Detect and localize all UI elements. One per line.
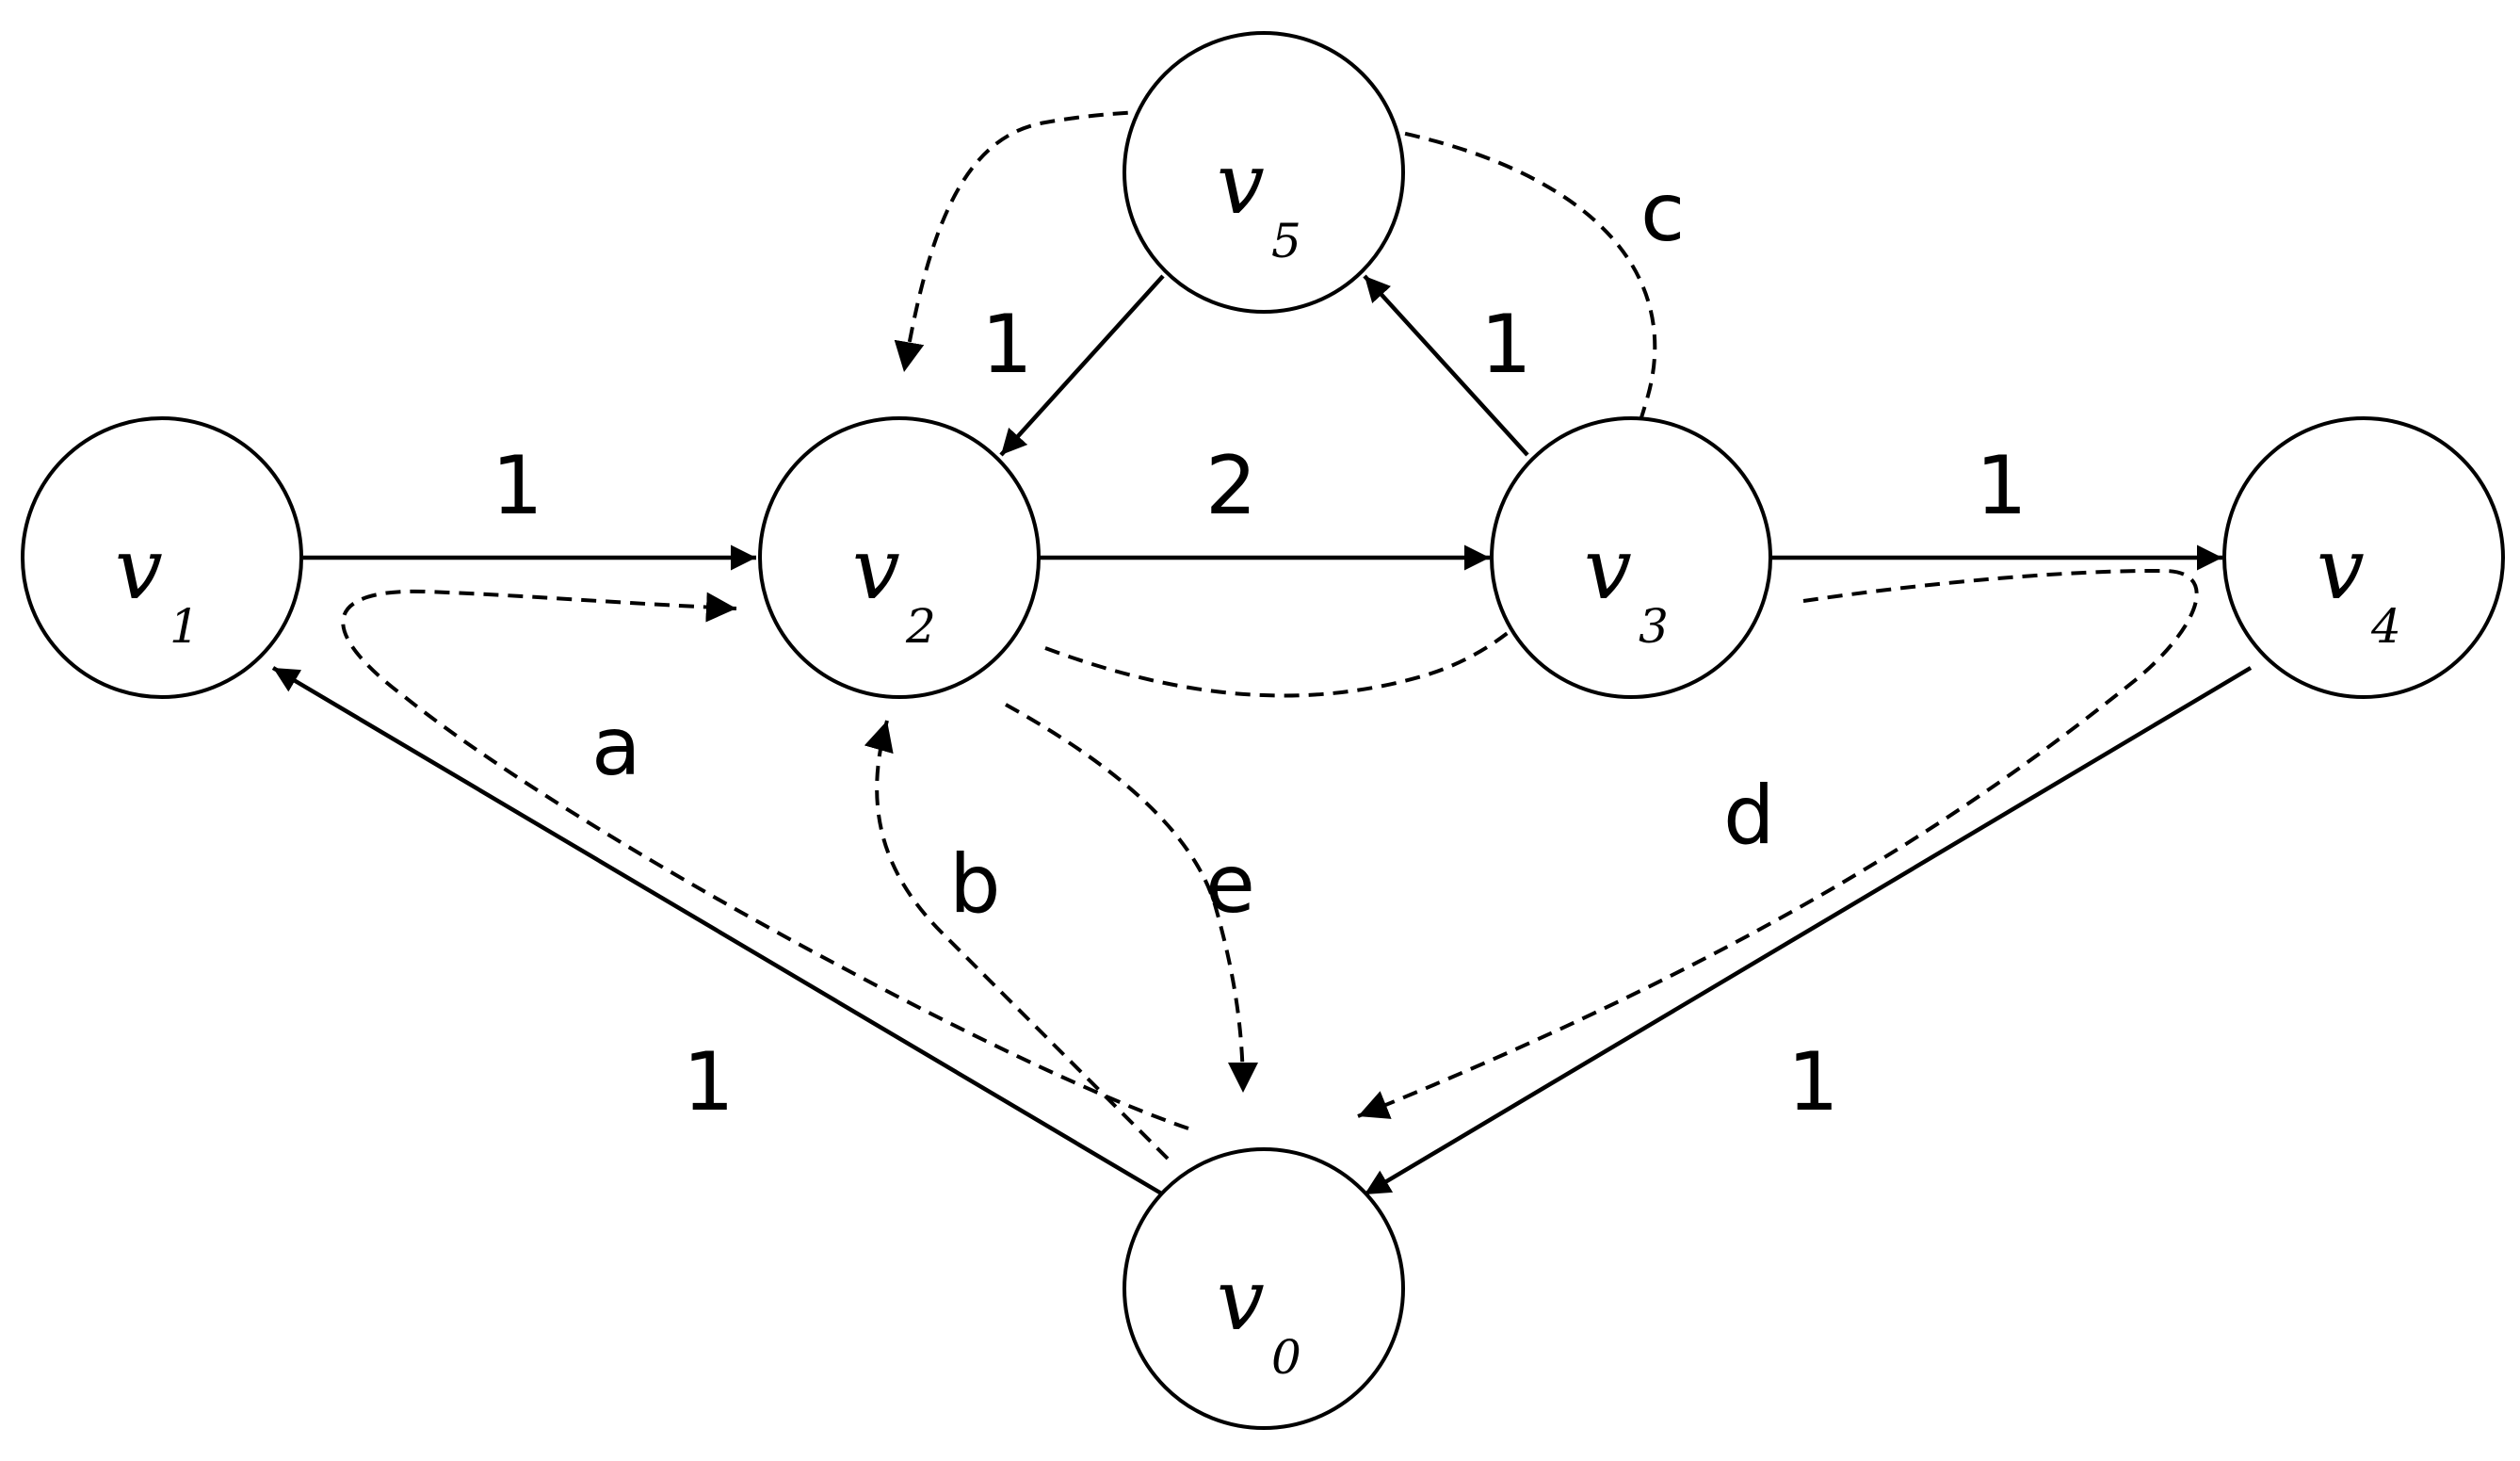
dashed-paths: [341, 108, 2199, 1161]
edge-weights: 1 2 1 1 1 1 1: [492, 298, 2027, 1129]
node-v4-subscript: 4: [2370, 599, 2401, 654]
edge-v3-v5: [1363, 274, 1529, 457]
weight-v2-v3: 2: [1205, 439, 1257, 533]
node-v5[interactable]: v 5: [1123, 31, 1405, 314]
node-v3-subscript: 3: [1639, 599, 1669, 654]
node-v2-subscript: 2: [905, 599, 936, 654]
path-label-d: d: [1723, 769, 1775, 863]
node-v1-subscript: 1: [170, 599, 200, 654]
path-label-e: e: [1205, 837, 1255, 932]
weight-v3-v5: 1: [1480, 298, 1532, 392]
edge-v4-v0: [1363, 666, 2253, 1196]
path-b-curve: [864, 720, 1170, 1161]
node-v3-name: v: [1584, 520, 1632, 619]
path-label-a: a: [591, 700, 641, 794]
weight-v4-v0: 1: [1787, 1035, 1839, 1129]
node-v0-name: v: [1217, 1251, 1265, 1350]
path-labels: a b c d e: [591, 166, 1775, 932]
weight-v5-v2: 1: [981, 298, 1033, 392]
node-v5-subscript: 5: [1271, 214, 1301, 268]
path-c-curve: [894, 108, 1657, 698]
path-a-curve: [341, 589, 1189, 1130]
node-v4[interactable]: v 4: [2222, 416, 2505, 699]
node-v1-name: v: [115, 520, 163, 619]
edge-v0-v1: [271, 666, 1165, 1196]
path-label-b: b: [949, 837, 1001, 932]
path-e-curve: [1005, 703, 1258, 1094]
path-d-curve: [1357, 568, 2199, 1119]
weight-v3-v4: 1: [1976, 439, 2027, 533]
node-v5-name: v: [1217, 135, 1265, 234]
node-v2[interactable]: v 2: [758, 416, 1041, 699]
solid-edges: [271, 274, 2253, 1196]
node-v4-name: v: [2317, 520, 2365, 619]
path-label-c: c: [1640, 166, 1685, 260]
node-v2-name: v: [852, 520, 900, 619]
node-v3[interactable]: v 3: [1490, 416, 1772, 699]
edge-v5-v2: [999, 274, 1165, 457]
weight-v0-v1: 1: [683, 1035, 735, 1129]
node-v1[interactable]: v 1: [21, 416, 303, 699]
node-v0[interactable]: v 0: [1123, 1147, 1405, 1430]
node-v0-subscript: 0: [1271, 1330, 1301, 1385]
weight-v1-v2: 1: [492, 439, 543, 533]
